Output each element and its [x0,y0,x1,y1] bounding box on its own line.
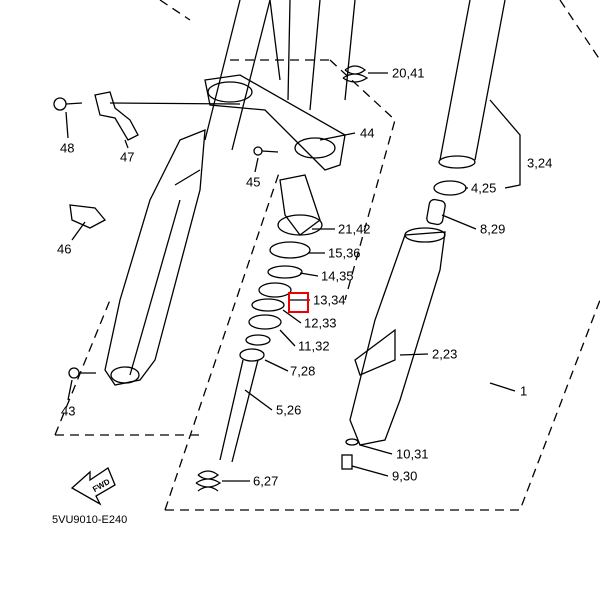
label-46: 46 [57,241,72,257]
label-8-29: 8,29 [480,221,506,237]
label-5-26: 5,26 [276,402,302,418]
left-fork-tube [104,0,271,386]
label-7-28: 7,28 [290,363,316,379]
label-1: 1 [520,383,528,399]
cable-clamps [69,91,241,229]
label-43: 43 [61,403,76,419]
label-9-30: 9,30 [392,468,418,484]
label-2-23: 2,23 [432,346,458,362]
label-6-27: 6,27 [253,473,279,489]
label-20-41: 20,41 [392,65,425,81]
diagram-code: 5VU9010-E240 [52,514,128,526]
label-13-34: 13,34 [313,292,346,308]
outer-fork-tube [349,227,446,446]
label-15-36: 15,36 [328,245,361,261]
fwd-arrow-icon: FWD [70,467,116,506]
label-10-31: 10,31 [396,446,429,462]
label-45: 45 [246,174,261,190]
assembly-boundary [54,0,600,511]
label-12-33: 12,33 [304,315,337,331]
highlight-box [288,292,309,313]
label-47: 47 [120,149,135,165]
label-11-32: 11,32 [298,338,330,354]
label-3-24: 3,24 [527,155,553,171]
label-44: 44 [360,125,375,141]
triple-clamp [204,0,356,171]
label-48: 48 [60,140,75,156]
leader-lines [65,72,521,482]
bolts [53,97,359,470]
label-4-25: 4,25 [471,180,497,196]
label-21-42: 21,42 [338,221,371,237]
label-14-35: 14,35 [321,268,354,284]
inner-parts-stack [195,65,369,492]
